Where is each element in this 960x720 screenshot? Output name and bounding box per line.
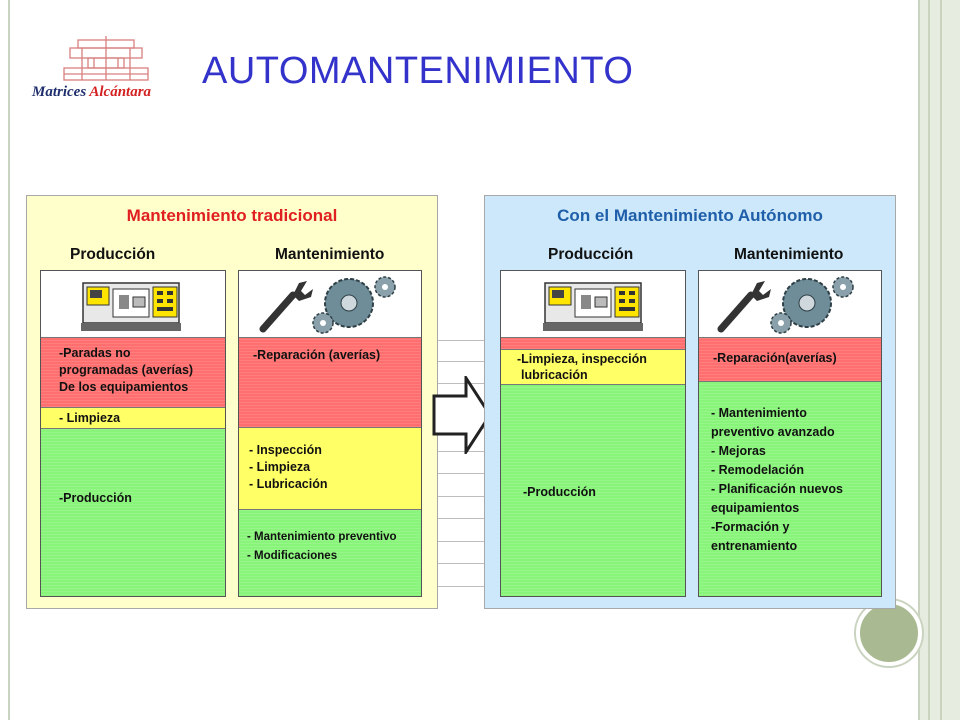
guide-line <box>26 563 896 564</box>
segment-text: - Remodelación <box>711 463 805 477</box>
slide-corner-circle <box>856 600 922 666</box>
segment-text: - Modificaciones <box>247 550 338 562</box>
transition-arrow-icon <box>432 376 492 454</box>
preventive-segment: - Mantenimiento preventivo - Modificacio… <box>239 510 421 596</box>
traditional-production-column: -Paradas no programadas (averías) De los… <box>40 270 226 597</box>
segment-text: -Limpieza, inspección <box>517 352 647 366</box>
traditional-production-heading: Producción <box>70 246 156 263</box>
cnc-machine-icon <box>81 282 181 331</box>
segment-text: - Inspección <box>249 443 322 457</box>
segment-text: lubricación <box>521 368 588 382</box>
segment-text: - Limpieza <box>59 411 121 425</box>
segment-text: De los equipamientos <box>59 380 189 394</box>
guide-line <box>26 496 896 497</box>
traditional-maintenance-column: -Reparación (averías) - Inspección - Lim… <box>238 270 422 597</box>
inspection-segment: - Inspección - Limpieza - Lubricación <box>239 428 421 510</box>
segment-text: preventivo avanzado <box>711 425 835 439</box>
tools-image-area <box>699 271 881 338</box>
segment-text: -Producción <box>59 491 132 505</box>
segment-text: -Producción <box>523 485 596 499</box>
logo-text-part2: Alcántara <box>89 84 152 100</box>
wrench-gears-icon <box>259 276 396 334</box>
guide-line <box>26 541 896 542</box>
segment-text: - Mantenimiento <box>711 406 807 420</box>
guide-line <box>26 383 896 384</box>
guide-line <box>26 518 896 519</box>
segment-text: -Reparación (averías) <box>253 348 381 362</box>
autonomous-production-heading: Producción <box>548 246 634 263</box>
repair-segment: -Reparación (averías) <box>239 338 421 428</box>
logo-text-part1: Matrices <box>32 84 87 100</box>
guide-line <box>26 451 896 452</box>
machine-image-area <box>41 271 225 338</box>
guide-line <box>26 361 896 362</box>
slide-left-border <box>8 0 10 720</box>
traditional-maintenance-heading: Mantenimiento <box>275 246 385 263</box>
segment-text: - Mejoras <box>711 444 766 458</box>
autonomous-maintenance-column: -Reparación(averías) - Mantenimiento pre… <box>698 270 882 597</box>
segment-text: -Paradas no <box>59 346 131 360</box>
tools-image-area <box>239 271 421 338</box>
segment-text: entrenamiento <box>711 539 798 553</box>
guide-line <box>26 473 896 474</box>
guide-line <box>26 586 896 587</box>
breakdowns-segment <box>501 338 685 350</box>
breakdowns-segment: -Paradas no programadas (averías) De los… <box>41 338 225 408</box>
repair-segment: -Reparación(averías) <box>699 338 881 382</box>
segment-text: - Mantenimiento preventivo <box>247 531 397 543</box>
segment-text: - Planificación nuevos <box>711 482 843 496</box>
segment-text: -Reparación(averías) <box>713 351 837 365</box>
slide-right-line <box>928 0 930 720</box>
segment-text: equipamientos <box>711 501 800 515</box>
autonomous-maintenance-heading: Mantenimiento <box>734 246 844 263</box>
slide-right-line <box>940 0 942 720</box>
logo-text: Matrices Alcántara <box>32 84 151 101</box>
production-segment: -Producción <box>501 385 685 596</box>
autonomous-panel-title: Con el Mantenimiento Autónomo <box>557 206 823 225</box>
autonomous-production-column: -Limpieza, inspección lubricación -Produ… <box>500 270 686 597</box>
cleaning-inspection-segment: -Limpieza, inspección lubricación <box>501 350 685 385</box>
production-segment: -Producción <box>41 429 225 596</box>
segment-text: -Formación y <box>711 520 790 534</box>
page-title: AUTOMANTENIMIENTO <box>202 50 634 92</box>
wrench-gears-icon <box>717 276 854 334</box>
segment-text: programadas (averías) <box>59 363 194 377</box>
cleaning-segment: - Limpieza <box>41 408 225 429</box>
segment-text: - Limpieza <box>249 460 311 474</box>
logo-die-icon <box>63 36 149 81</box>
slide-right-border <box>918 0 960 720</box>
cnc-machine-icon <box>543 282 643 331</box>
machine-image-area <box>501 271 685 338</box>
guide-line <box>26 340 896 341</box>
advanced-maintenance-segment: - Mantenimiento preventivo avanzado - Me… <box>699 382 881 596</box>
traditional-panel-title: Mantenimiento tradicional <box>126 206 338 225</box>
segment-text: - Lubricación <box>249 477 328 491</box>
